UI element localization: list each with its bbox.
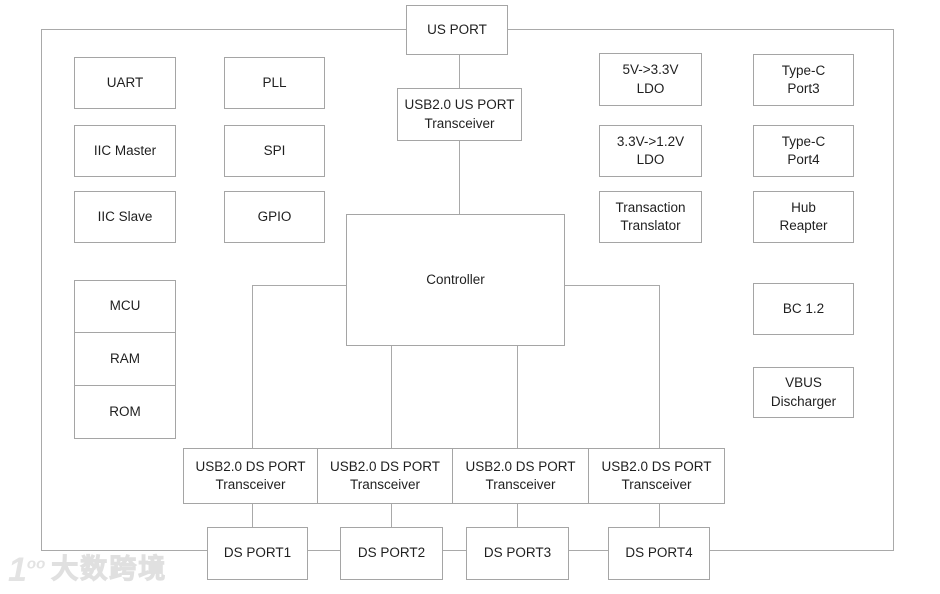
connector-controller-right [565, 285, 659, 286]
block-mcu: MCU [74, 280, 176, 333]
watermark-text: 大数跨境 [51, 553, 168, 584]
connector-ds1-transceiver-to-port [252, 504, 253, 527]
block-ds-port3: DS PORT3 [466, 527, 569, 580]
connector-usport-to-transceiver [459, 55, 460, 88]
connector-down-ds2 [391, 346, 392, 448]
block-iic-master: IIC Master [74, 125, 176, 177]
connector-down-ds1 [252, 285, 253, 448]
connector-ds2-transceiver-to-port [391, 504, 392, 527]
block-gpio: GPIO [224, 191, 325, 243]
block-controller: Controller [346, 214, 565, 346]
block-transaction-translator: Transaction Translator [599, 191, 702, 243]
block-usb20-ds-transceiver-1: USB2.0 DS PORT Transceiver [183, 448, 318, 504]
block-pll: PLL [224, 57, 325, 109]
block-ds-port1: DS PORT1 [207, 527, 308, 580]
block-spi: SPI [224, 125, 325, 177]
block-usb20-us-port-transceiver: USB2.0 US PORT Transceiver [397, 88, 522, 141]
connector-transceiver-to-controller [459, 141, 460, 214]
watermark: 1oo 大数跨境 [8, 553, 167, 587]
block-ram: RAM [74, 332, 176, 386]
block-iic-slave: IIC Slave [74, 191, 176, 243]
block-hub-reapter: Hub Reapter [753, 191, 854, 243]
block-ldo-3v3-1v2: 3.3V->1.2V LDO [599, 125, 702, 177]
watermark-logo-icon: 1oo [8, 551, 46, 589]
block-ds-port2: DS PORT2 [340, 527, 443, 580]
block-type-c-port4: Type-C Port4 [753, 125, 854, 177]
block-bc-12: BC 1.2 [753, 283, 854, 335]
connector-down-ds3 [517, 346, 518, 448]
block-ldo-5v-3v3: 5V->3.3V LDO [599, 53, 702, 106]
connector-ds3-transceiver-to-port [517, 504, 518, 527]
block-usb20-ds-transceiver-3: USB2.0 DS PORT Transceiver [452, 448, 589, 504]
connector-ds4-transceiver-to-port [659, 504, 660, 527]
block-uart: UART [74, 57, 176, 109]
block-ds-port4: DS PORT4 [608, 527, 710, 580]
block-usb20-ds-transceiver-2: USB2.0 DS PORT Transceiver [317, 448, 453, 504]
block-usb20-ds-transceiver-4: USB2.0 DS PORT Transceiver [588, 448, 725, 504]
block-us-port: US PORT [406, 5, 508, 55]
connector-controller-left [252, 285, 346, 286]
connector-down-ds4 [659, 285, 660, 448]
block-type-c-port3: Type-C Port3 [753, 54, 854, 106]
block-rom: ROM [74, 385, 176, 439]
block-vbus-discharger: VBUS Discharger [753, 367, 854, 418]
